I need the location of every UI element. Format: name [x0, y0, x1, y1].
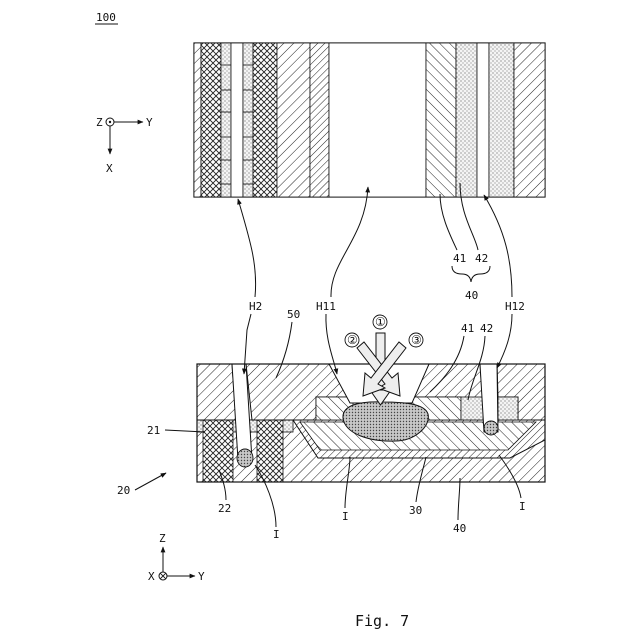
axis-label-z-2: Z — [159, 532, 166, 545]
beam-label-2: ② — [347, 333, 358, 347]
top-stripe-41 — [426, 43, 456, 197]
label-h12: H12 — [505, 300, 525, 313]
brace-top-40 — [452, 266, 490, 282]
label-i-mid: I — [342, 510, 349, 523]
label-20: 20 — [117, 484, 130, 497]
section-plug-22-right — [257, 420, 283, 482]
leader-h12-top — [484, 195, 512, 297]
label-top-41: 41 — [453, 252, 466, 265]
top-stripe-dots-r — [489, 43, 514, 197]
label-h11: H11 — [316, 300, 336, 313]
top-hole-h2 — [231, 43, 243, 197]
top-view-axes: Z Y X — [96, 116, 153, 175]
section-plug-22-left — [203, 420, 233, 482]
label-22: 22 — [218, 502, 231, 515]
label-top-40: 40 — [465, 289, 478, 302]
leader-20 — [135, 473, 166, 490]
figure-ref-number: 100 — [96, 11, 116, 24]
label-h2: H2 — [249, 300, 262, 313]
top-stripe-dots-2 — [243, 43, 253, 197]
top-stripe-hatch-r — [514, 43, 545, 197]
label-mid-41: 41 — [461, 322, 474, 335]
label-30: 30 — [409, 504, 422, 517]
axis-label-y: Y — [146, 116, 153, 129]
axis-label-x: X — [106, 162, 113, 175]
label-i-left: I — [273, 528, 280, 541]
beam-label-1: ① — [375, 315, 386, 329]
label-21: 21 — [147, 424, 160, 437]
axis-label-x-2: X — [148, 570, 155, 583]
leader-bot-40 — [458, 478, 460, 520]
label-top-42: 42 — [475, 252, 488, 265]
top-stripe-cross-2 — [253, 43, 277, 197]
label-50: 50 — [287, 308, 300, 321]
top-hole-h12 — [477, 43, 489, 197]
top-stripe-hatch-3 — [310, 43, 329, 197]
label-mid-42: 42 — [480, 322, 493, 335]
top-stripe-hatch-2 — [277, 43, 310, 197]
label-bot-40: 40 — [453, 522, 466, 535]
axis-label-z: Z — [96, 116, 103, 129]
top-hole-h11 — [329, 43, 426, 197]
section-layer-50-a — [197, 364, 236, 420]
section-deposit-h2 — [237, 449, 253, 467]
top-stripe-1 — [194, 43, 201, 197]
figure-caption: Fig. 7 — [355, 612, 409, 630]
axis-label-y-2: Y — [198, 570, 205, 583]
section-axes: Z X Y — [148, 532, 205, 583]
section-layer-42 — [461, 397, 483, 420]
label-i-right: I — [519, 500, 526, 513]
section-layer-42-b — [498, 397, 518, 420]
beam-label-3: ③ — [411, 333, 422, 347]
top-stripe-dots-1 — [221, 43, 231, 197]
section-deposit-h12 — [484, 421, 498, 435]
leader-h11-top — [331, 187, 368, 297]
top-view — [194, 43, 545, 197]
leader-41-top — [440, 194, 457, 250]
top-stripe-42 — [456, 43, 477, 197]
leader-h12-section — [497, 314, 512, 368]
top-stripe-cross-1 — [201, 43, 221, 197]
leader-h2-top — [238, 199, 256, 297]
